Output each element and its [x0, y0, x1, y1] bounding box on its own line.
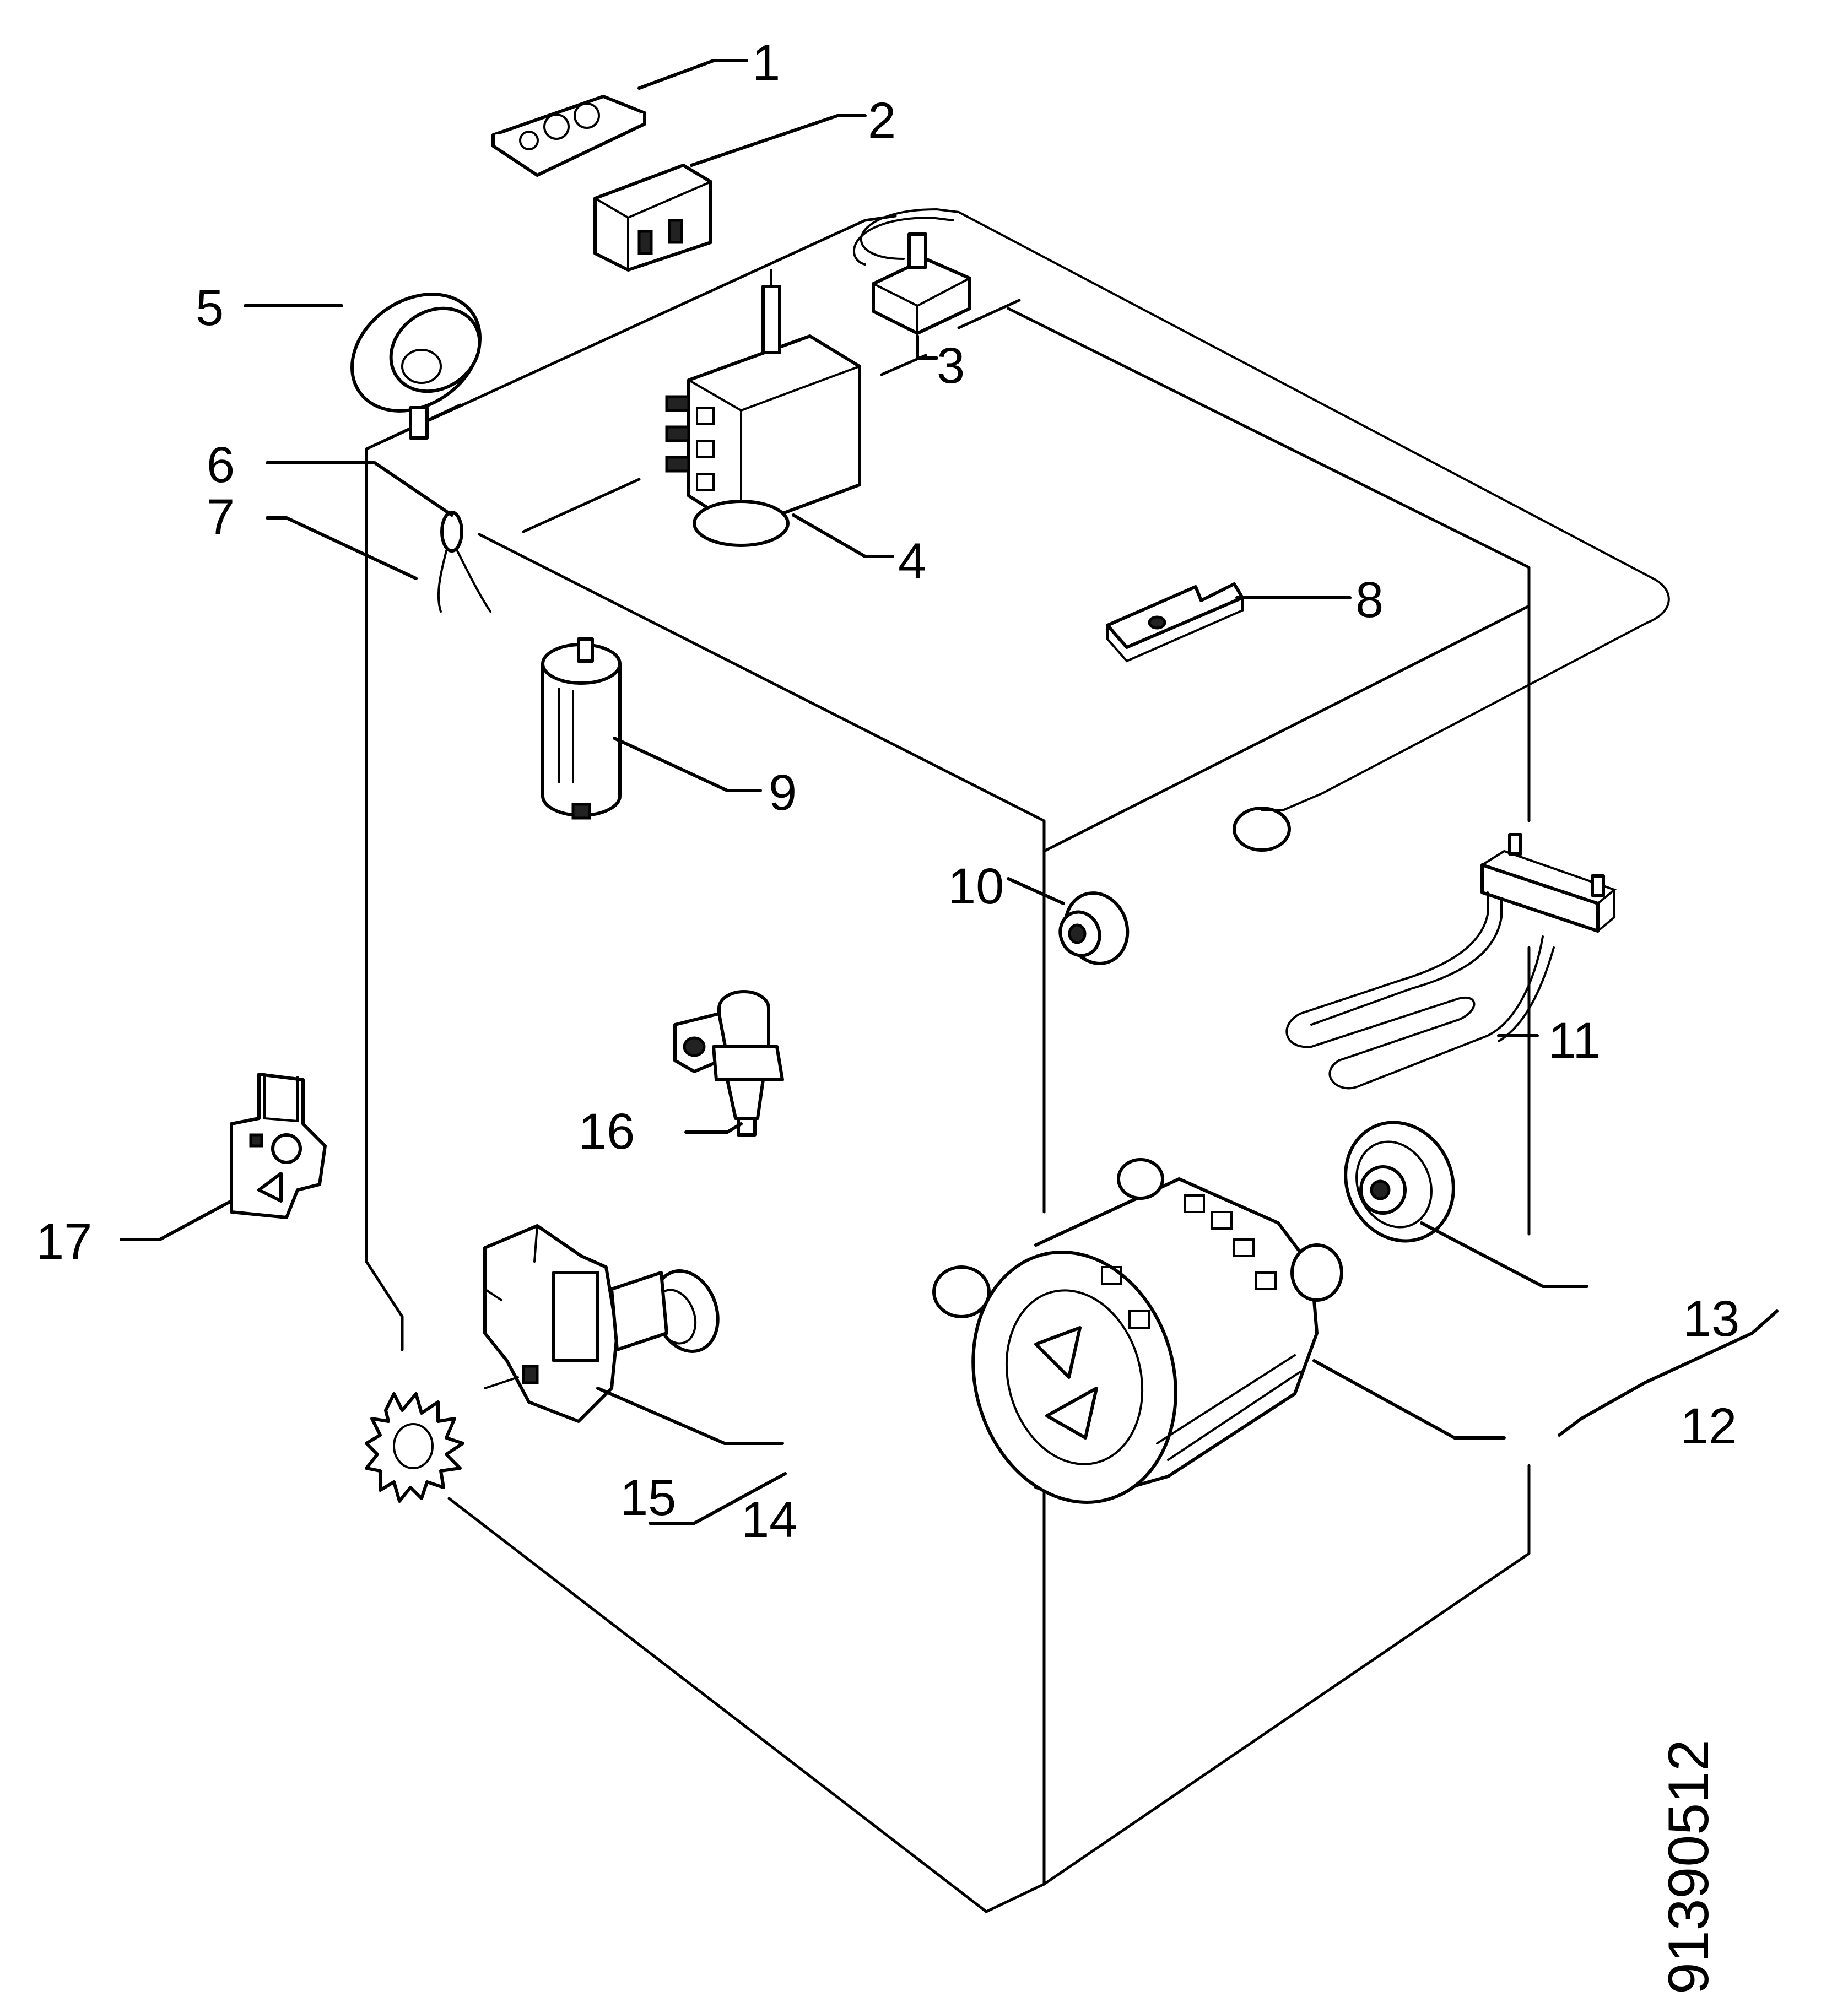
leader-lines — [120, 59, 1779, 1525]
part-4-program-timer — [665, 269, 861, 547]
label-7: 7 — [207, 489, 235, 545]
label-4: 4 — [898, 533, 926, 589]
part-15-drain-pump — [483, 1224, 720, 1423]
part-13-pulley — [1344, 1121, 1455, 1243]
part-11-heating-element — [1285, 833, 1617, 1090]
part-16-inlet-valve — [673, 990, 784, 1137]
part-9-capacitor — [541, 637, 622, 820]
label-17: 17 — [36, 1214, 92, 1270]
part-17-door-interlock — [230, 1073, 327, 1219]
washing-machine-cabinet — [365, 214, 1531, 1913]
part-7-pressure-hose — [406, 494, 489, 974]
label-14: 14 — [741, 1492, 797, 1548]
part-14-pump-impeller — [365, 1392, 464, 1503]
label-6: 6 — [207, 437, 235, 493]
part-5-pressure-switch — [350, 293, 482, 440]
label-5: 5 — [196, 280, 224, 336]
drawing-number: 91390512 — [1657, 1739, 1721, 1994]
label-1: 1 — [752, 35, 780, 91]
callout-labels: 1 2 3 4 5 6 7 8 9 10 11 12 13 14 15 16 1… — [36, 35, 1739, 1548]
label-10: 10 — [948, 858, 1004, 914]
part-8-bracket — [1106, 582, 1244, 663]
label-3: 3 — [937, 338, 965, 394]
label-8: 8 — [1355, 572, 1384, 628]
label-16: 16 — [579, 1103, 635, 1160]
label-13: 13 — [1683, 1291, 1739, 1347]
part-10-grommet — [1058, 891, 1130, 965]
label-9: 9 — [769, 765, 797, 821]
label-15: 15 — [620, 1470, 676, 1526]
label-2: 2 — [868, 93, 896, 149]
label-11: 11 — [1548, 1013, 1601, 1069]
label-12: 12 — [1681, 1398, 1737, 1454]
part-12-motor — [932, 1158, 1343, 1504]
part-1-connector-plate — [491, 95, 646, 177]
part-6-suppressor-clip — [437, 511, 491, 613]
part-3-thermostat — [852, 208, 1670, 852]
part-2-switch-block — [593, 164, 712, 272]
